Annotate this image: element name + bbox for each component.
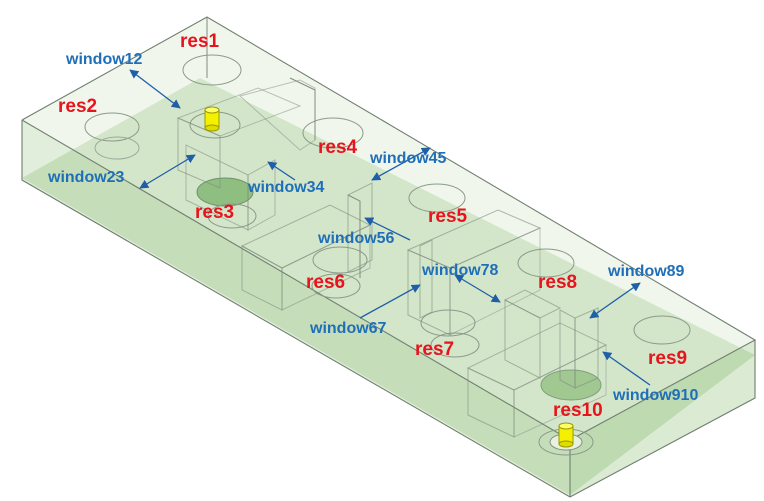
- arrow-window34: [267, 161, 296, 181]
- label-window12: window12: [65, 51, 143, 68]
- label-res3: res3: [195, 202, 234, 223]
- label-res4: res4: [318, 137, 358, 158]
- label-window56: window56: [317, 230, 395, 247]
- label-res9: res9: [648, 348, 687, 369]
- label-res2: res2: [58, 96, 97, 117]
- label-window34: window34: [247, 179, 325, 196]
- hole-res7: [420, 309, 476, 337]
- arrow-window910: [602, 351, 651, 386]
- label-window89: window89: [607, 263, 685, 280]
- label-window23: window23: [47, 169, 125, 186]
- label-res10: res10: [553, 400, 603, 421]
- label-res6: res6: [306, 272, 345, 293]
- arrow-window67: [359, 284, 421, 319]
- hole-res1: [182, 54, 242, 86]
- arrow-window12: [129, 69, 181, 109]
- arrow-window89: [589, 282, 641, 319]
- label-res1: res1: [180, 31, 220, 52]
- label-window78: window78: [421, 262, 499, 279]
- window-labels: window12 window23 window34 window45 wind…: [47, 51, 698, 404]
- tuning-holes: [84, 54, 691, 456]
- arrow-window23: [139, 154, 196, 189]
- output-port-post: [558, 422, 574, 448]
- label-window45: window45: [369, 150, 447, 167]
- resonator-labels: res1 res2 res3 res4 res5 res6 res7 res8 …: [58, 31, 687, 421]
- hole-res9: [633, 315, 691, 345]
- label-res7: res7: [415, 339, 454, 360]
- arrow-window78: [454, 274, 501, 303]
- input-port-post: [204, 106, 220, 132]
- label-window910: window910: [612, 387, 698, 404]
- arrow-window45: [371, 147, 431, 181]
- housing: [21, 16, 757, 498]
- housing-front-face: [22, 120, 570, 497]
- label-res8: res8: [538, 272, 577, 293]
- label-res5: res5: [428, 206, 468, 227]
- hole-res2: [84, 112, 140, 142]
- hole-res4: [302, 117, 364, 149]
- hole-res5: [408, 183, 466, 213]
- leader-arrows: [129, 69, 651, 386]
- arrow-window56: [364, 217, 411, 241]
- hole-res6: [312, 246, 368, 274]
- label-window67: window67: [309, 320, 387, 337]
- housing-side-face: [570, 340, 755, 497]
- hole-res8: [517, 248, 575, 278]
